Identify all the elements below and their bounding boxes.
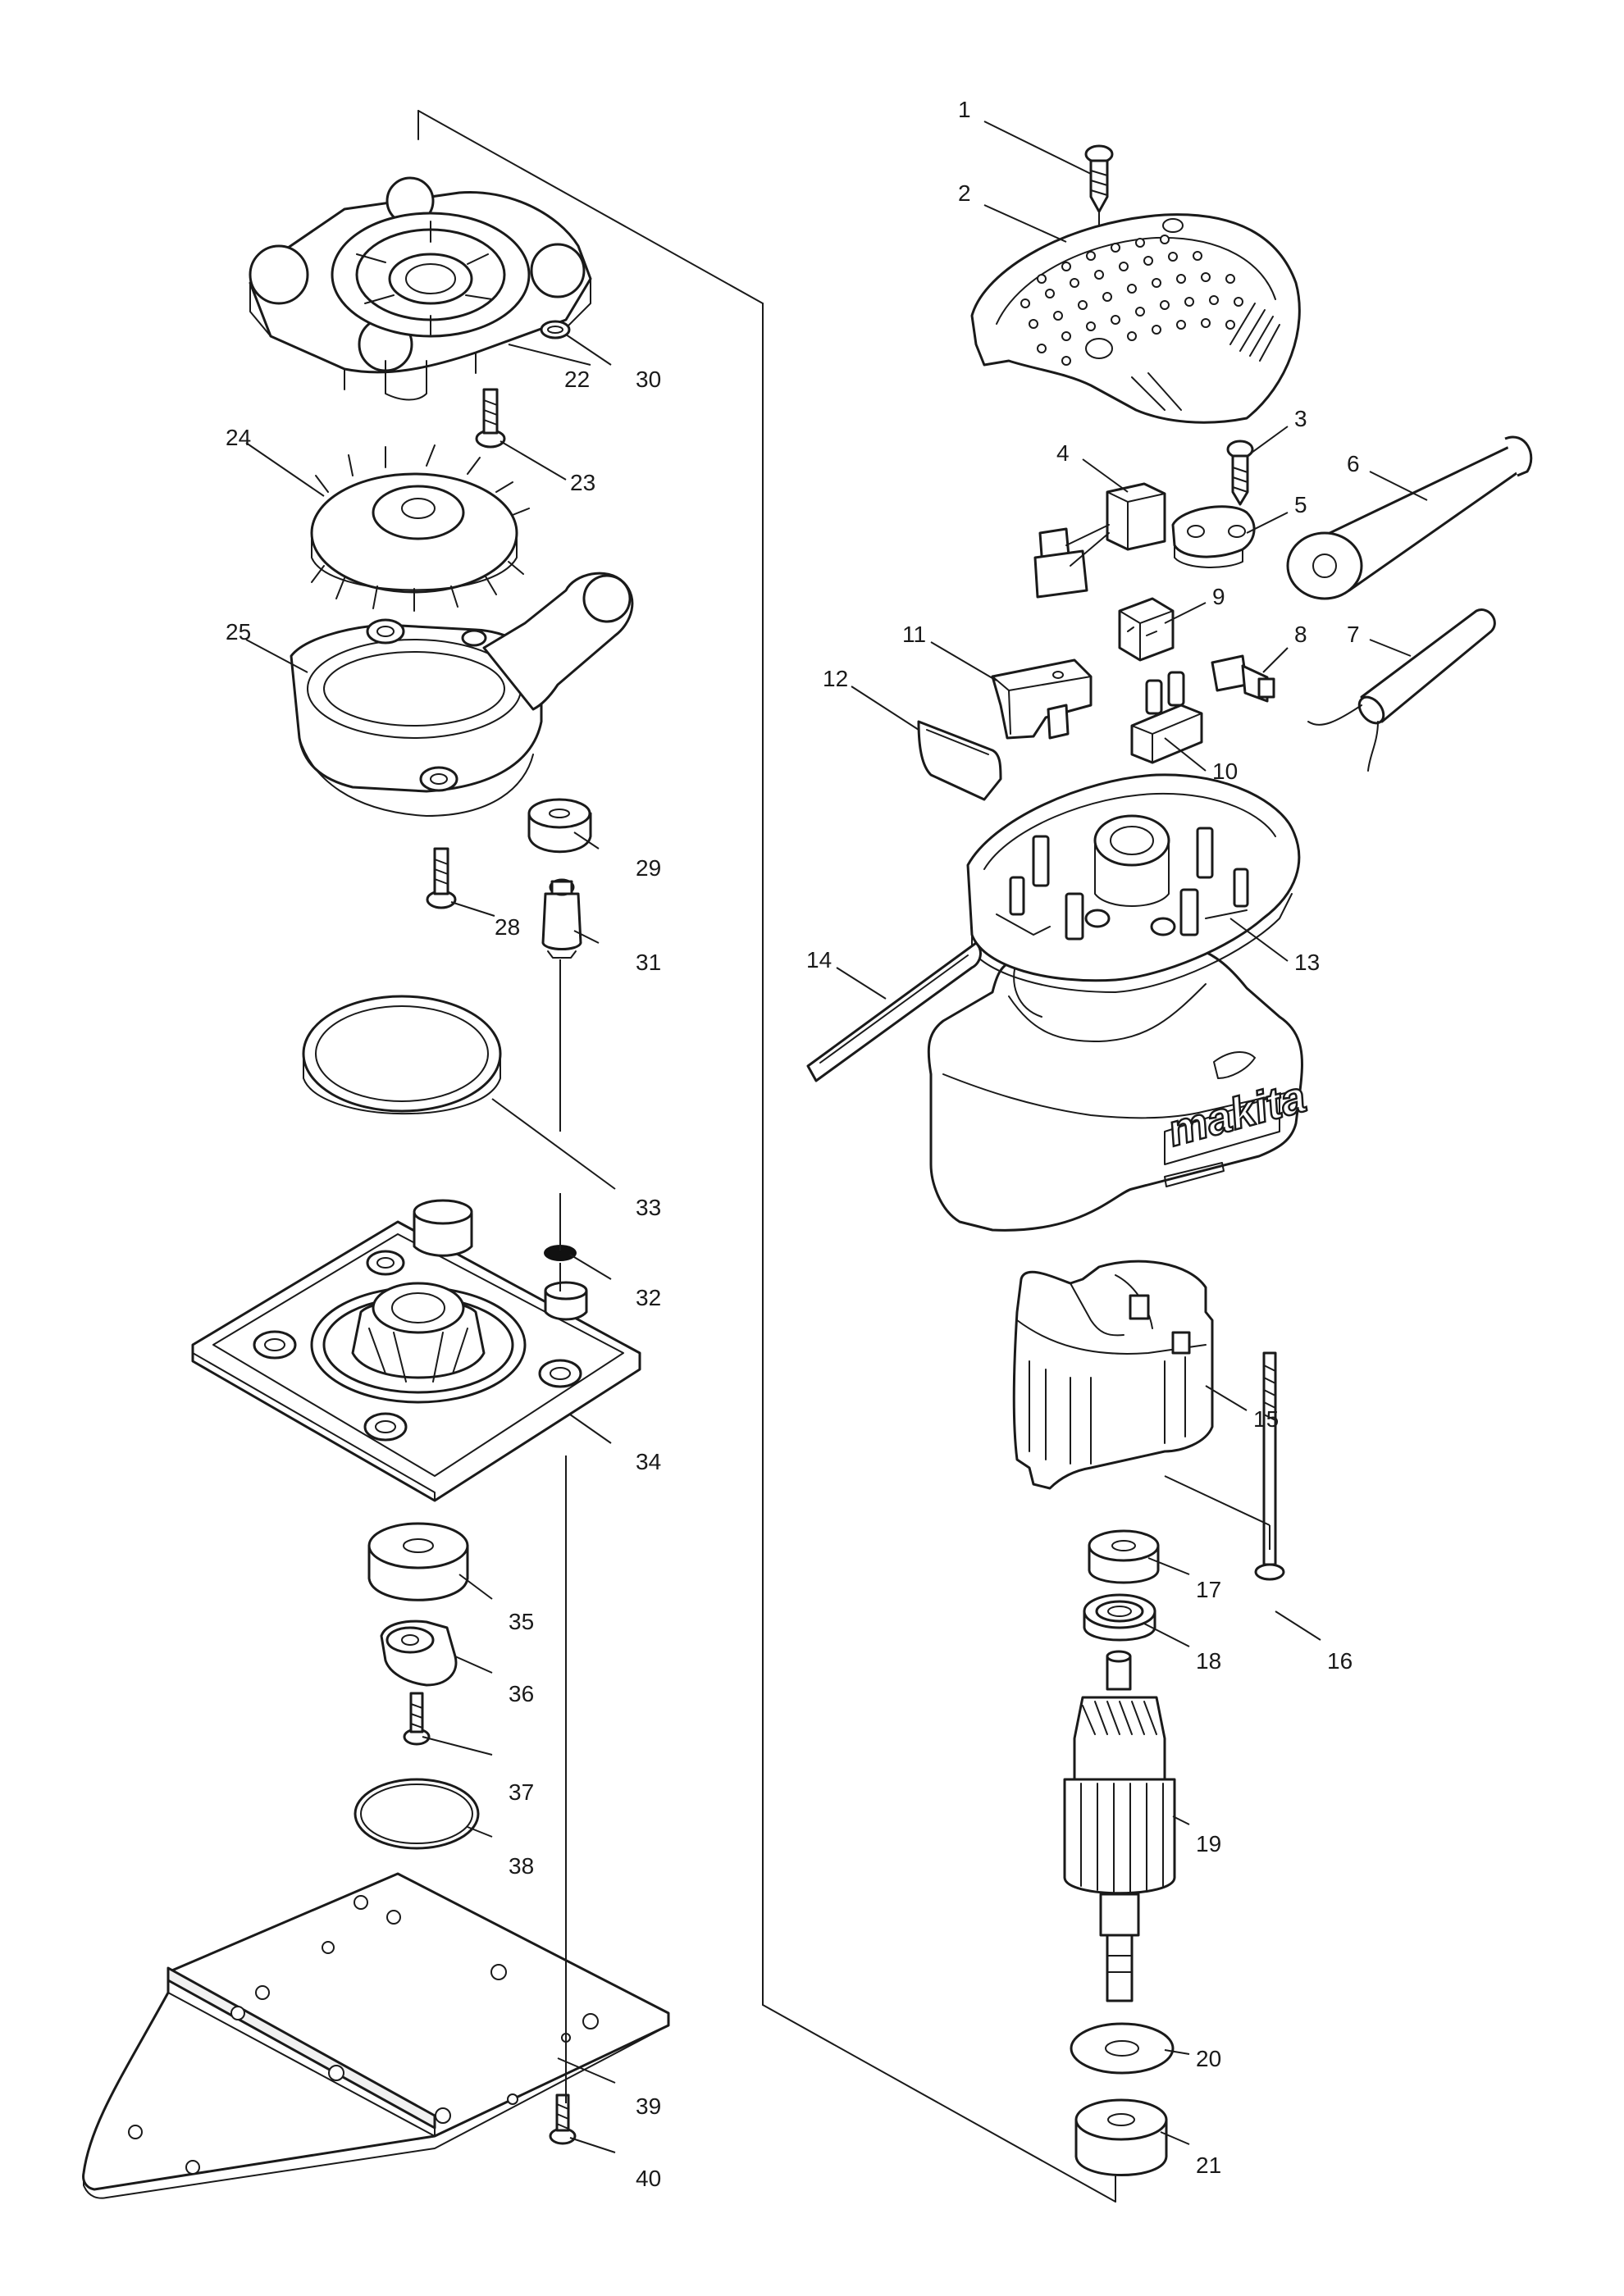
part-37-screw [403, 1692, 431, 1746]
vent-holes [1020, 235, 1243, 366]
part-28-screw [426, 847, 457, 909]
part-32-ring [544, 1245, 577, 1261]
part-39-pad [82, 1872, 670, 2199]
part-40-screw [549, 2093, 577, 2145]
part-36-counterweight [380, 1620, 458, 1687]
part-22-bearing-box [249, 176, 592, 401]
part-20-washer [1070, 2022, 1175, 2075]
part-label: 1 [958, 97, 971, 122]
part-5-cord-clamp [1171, 505, 1256, 568]
part-34-base-plate [191, 1199, 641, 1502]
part-21-rubber-ring [1074, 2098, 1168, 2176]
part-38-o-ring [354, 1778, 480, 1850]
part-23-screw [475, 388, 506, 449]
part-label: 4 [1056, 440, 1070, 466]
part-9-switch [1118, 597, 1175, 662]
part-label: 15 [1253, 1406, 1279, 1432]
part-label: 32 [636, 1285, 661, 1310]
part-label: 2 [958, 180, 971, 206]
part-31-rubber-pin [541, 878, 582, 959]
part-label: 12 [823, 666, 848, 691]
assembly-axis-lines [559, 959, 1270, 2103]
part-label: 31 [636, 950, 661, 975]
part-label: 3 [1294, 406, 1307, 431]
part-6-strain-relief [1286, 435, 1533, 600]
part-label: 14 [806, 947, 832, 973]
assembly-boundary [417, 110, 1116, 2203]
part-label: 35 [509, 1609, 534, 1634]
part-11-switch-lever [991, 658, 1093, 740]
part-label: 17 [1196, 1577, 1221, 1602]
part-label: 30 [636, 367, 661, 392]
part-label: 22 [564, 367, 590, 392]
part-label: 23 [570, 470, 595, 495]
part-label: 6 [1347, 451, 1360, 476]
part-17-rubber-ring [1088, 1529, 1160, 1584]
part-30-o-ring [540, 320, 571, 339]
part-label: 5 [1294, 492, 1307, 517]
part-labels: 1 2 3 4 5 6 7 8 9 10 11 12 13 14 15 16 1… [226, 97, 1360, 2191]
part-label: 8 [1294, 622, 1307, 647]
part-label: 18 [1196, 1648, 1221, 1674]
part-label: 24 [226, 425, 251, 450]
part-label: 37 [509, 1779, 534, 1805]
housing-internals [996, 814, 1249, 941]
part-label: 28 [495, 914, 520, 940]
part-label: 39 [636, 2093, 661, 2119]
part-label: 25 [226, 619, 251, 645]
leader-lines [245, 121, 1428, 2153]
part-33-ring [302, 995, 502, 1115]
part-label: 10 [1212, 758, 1238, 784]
part-label: 20 [1196, 2046, 1221, 2071]
part-24-fan [310, 444, 530, 612]
part-2-top-cover [970, 213, 1301, 424]
part-29-rubber-ring [527, 798, 592, 854]
part-label: 9 [1212, 584, 1225, 609]
part-18-bearing [1083, 1593, 1156, 1642]
part-3-screw [1226, 440, 1254, 506]
part-label: 13 [1294, 950, 1320, 975]
part-label: 19 [1196, 1831, 1221, 1856]
part-19-armature [1063, 1650, 1176, 2002]
part-label: 21 [1196, 2152, 1221, 2178]
part-8-carbon-brush [1211, 654, 1275, 703]
part-label: 16 [1327, 1648, 1353, 1674]
pad-holes [128, 1895, 599, 2175]
part-label: 34 [636, 1449, 661, 1474]
part-label: 40 [636, 2166, 661, 2191]
cover-slots [1131, 303, 1280, 411]
part-25-fan-housing [290, 572, 634, 817]
part-16-screw [1254, 1351, 1285, 1581]
part-label: 7 [1347, 622, 1360, 647]
part-13-motor-housing: makita [927, 773, 1312, 1232]
part-4-suppressor [1033, 482, 1166, 599]
part-35-rubber-ring [367, 1522, 469, 1601]
part-7-cord [1307, 608, 1496, 772]
part-label: 29 [636, 855, 661, 881]
part-label: 33 [636, 1195, 661, 1220]
part-12-switch-button [917, 720, 1002, 801]
part-label: 11 [902, 622, 926, 647]
part-14-insulation-plate [806, 941, 982, 1082]
part-label: 36 [509, 1681, 534, 1706]
part-15-field [1012, 1260, 1214, 1490]
part-label: 38 [509, 1853, 534, 1879]
part-10-terminal-block [1130, 671, 1203, 764]
